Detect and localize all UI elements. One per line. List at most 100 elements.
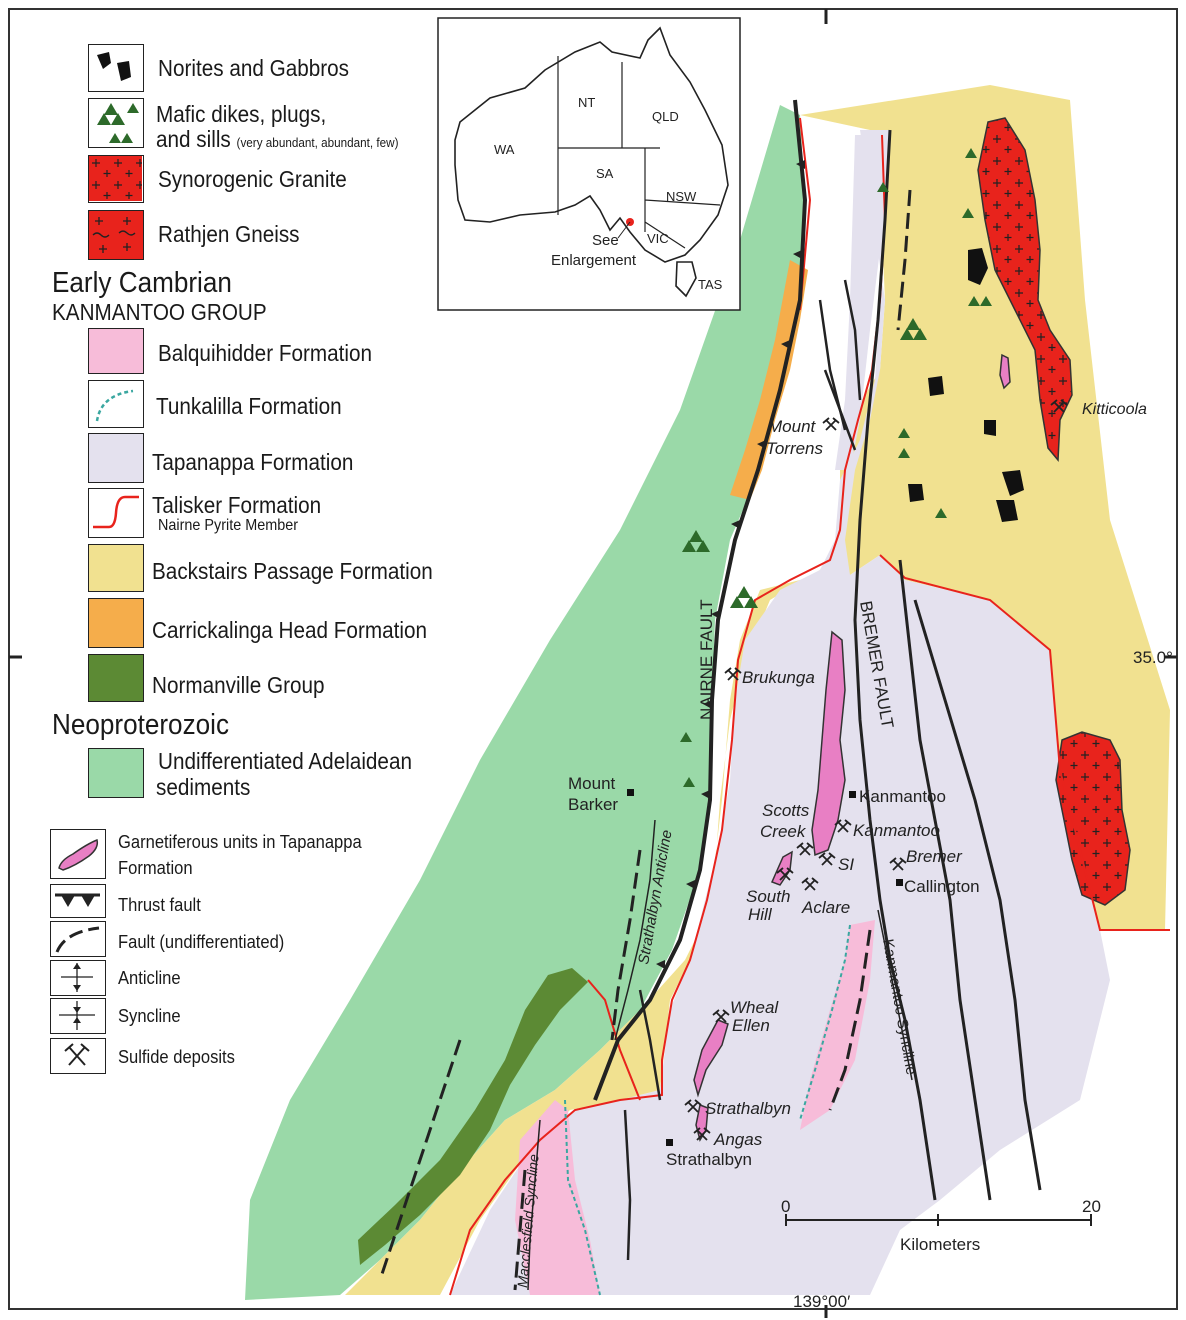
syncline-icon	[59, 1001, 95, 1030]
balquhidder-south	[515, 1100, 600, 1295]
legend-anticline-label: Anticline	[118, 968, 181, 988]
label-bremer: Bremer	[906, 847, 963, 866]
sulfide-pick-icon	[64, 1043, 90, 1066]
label-si: SI	[838, 855, 854, 874]
legend-gneiss-label: Rathjen Gneiss	[158, 221, 300, 247]
gneiss-icon	[92, 217, 136, 253]
label-wheal-2: Ellen	[732, 1016, 770, 1035]
anticline-icon	[61, 963, 93, 992]
label-mount-torrens-1: Mount	[768, 417, 817, 436]
australia-outline	[454, 26, 729, 263]
strathalbyn-anticline-axis	[614, 819, 656, 1041]
legend-mafic-swatch	[88, 98, 144, 148]
legend-garnet-swatch	[50, 829, 106, 879]
norite-icon	[97, 52, 131, 81]
fault-dashed-3	[378, 1039, 462, 1281]
legend-fault-swatch	[50, 921, 106, 957]
label-mount-barker-1: Mount	[568, 774, 616, 793]
scale-unit: Kilometers	[900, 1235, 980, 1254]
tunkalilla-dash-icon	[95, 389, 134, 422]
legend-syncline-swatch	[50, 998, 106, 1034]
inset-nsw: NSW	[666, 189, 697, 204]
legend-granite-label: Synorogenic Granite	[158, 166, 347, 192]
fault-dashed-5	[828, 929, 872, 1111]
legend-mafic-label-2: and sills (very abundant, abundant, few)	[156, 126, 399, 156]
inset-map	[437, 17, 741, 311]
tapanappa-north	[835, 135, 885, 470]
legend-balquhidder-swatch	[88, 328, 144, 374]
garnet-unit-wheal	[693, 1019, 729, 1098]
legend-norites-label: Norites and Gabbros	[158, 55, 350, 81]
kanmantoo-syncline-axis	[877, 909, 913, 1081]
label-latitude: 35.0°	[1133, 648, 1173, 667]
fault-sw-1	[638, 989, 662, 1101]
backstairs-unit	[345, 85, 1170, 1295]
talisker-line-east	[879, 554, 1170, 931]
legend-tapanappa-label: Tapanappa Formation	[152, 449, 354, 475]
legend-nairne-member-label: Nairne Pyrite Member	[158, 517, 299, 534]
fault-splay-2	[843, 279, 862, 401]
legend-talisker-label: Talisker Formation	[152, 492, 322, 518]
mafic-bodies	[680, 148, 992, 787]
town-markers	[627, 789, 903, 1146]
talisker-line-west	[449, 134, 887, 1296]
inset-nt: NT	[578, 95, 595, 110]
fault-dashed-2	[610, 849, 642, 1041]
legend-mafic-label-1: Mafic dikes, plugs,	[156, 101, 327, 127]
inset-sa: SA	[596, 166, 614, 181]
legend-backstairs-label: Backstairs Passage Formation	[152, 558, 433, 584]
legend-carrickalinga-swatch	[88, 598, 144, 648]
fault-splay-3	[823, 369, 857, 451]
fault-sw-2	[623, 1109, 632, 1261]
label-wheal-1: Wheal	[730, 998, 779, 1017]
legend-syncline-label: Syncline	[118, 1006, 181, 1026]
thrust-fault-icon	[55, 893, 100, 907]
granite-plus-icon	[89, 156, 142, 201]
tapanappa-unit	[450, 130, 1110, 1295]
legend-gneiss-swatch	[88, 210, 144, 260]
label-aclare: Aclare	[801, 898, 850, 917]
garnet-unit-icon	[58, 838, 99, 871]
legend-thrust-swatch	[50, 884, 106, 918]
tunkalilla-line-west	[564, 1099, 601, 1296]
legend-norites-swatch	[88, 44, 144, 92]
label-scotts-2: Creek	[760, 822, 807, 841]
macclesfield-syncline-axis	[527, 1119, 541, 1291]
legend-normanville-swatch	[88, 654, 144, 702]
bremer-fault	[853, 129, 937, 1201]
garnet-unit-north	[999, 353, 1011, 390]
tasmania-outline	[675, 261, 697, 298]
inset-vic: VIC	[647, 231, 669, 246]
label-nairne-fault: NAIRNE FAULT	[697, 599, 716, 720]
inset-qld: QLD	[652, 109, 679, 124]
legend-garnet-label-1: Garnetiferous units in Tapanappa	[118, 832, 362, 852]
legend-talisker-swatch	[88, 488, 144, 538]
tunkalilla-line-east	[799, 924, 851, 1121]
legend-early-cambrian-heading: Early Cambrian	[52, 267, 232, 299]
fault-dashed-1	[896, 189, 912, 331]
inset-see: See	[592, 232, 619, 249]
granite-north	[977, 117, 1073, 462]
carrickalinga-unit	[730, 260, 808, 500]
normanville-unit	[358, 968, 588, 1265]
label-mount-barker-2: Barker	[568, 795, 618, 814]
scale-max: 20	[1082, 1197, 1101, 1216]
legend-backstairs-swatch	[88, 544, 144, 592]
talisker-line-sw	[587, 979, 641, 1101]
map-border	[8, 8, 1178, 1310]
label-strathalbyn-mine: Strathalbyn	[705, 1099, 791, 1118]
inset-enlargement: Enlargement	[551, 252, 637, 269]
nairne-thrust-teeth	[656, 160, 805, 969]
label-kanmantoo-mine: Kanmantoo	[853, 821, 940, 840]
legend-kanmantoo-group-heading: KANMANTOO GROUP	[52, 299, 267, 325]
fault-line-icon	[55, 926, 100, 953]
label-kanmantoo-town: Kanmantoo	[859, 787, 946, 806]
sulfide-symbols	[684, 399, 1068, 1141]
legend-balquhidder-label: Balquihidder Formation	[158, 340, 373, 366]
scale-min: 0	[781, 1197, 790, 1216]
legend-sulfide-label: Sulfide deposits	[118, 1047, 235, 1067]
norite-bodies	[908, 248, 1024, 522]
legend-mafic-note: (very abundant, abundant, few)	[236, 135, 399, 150]
talisker-line-icon	[93, 495, 139, 529]
